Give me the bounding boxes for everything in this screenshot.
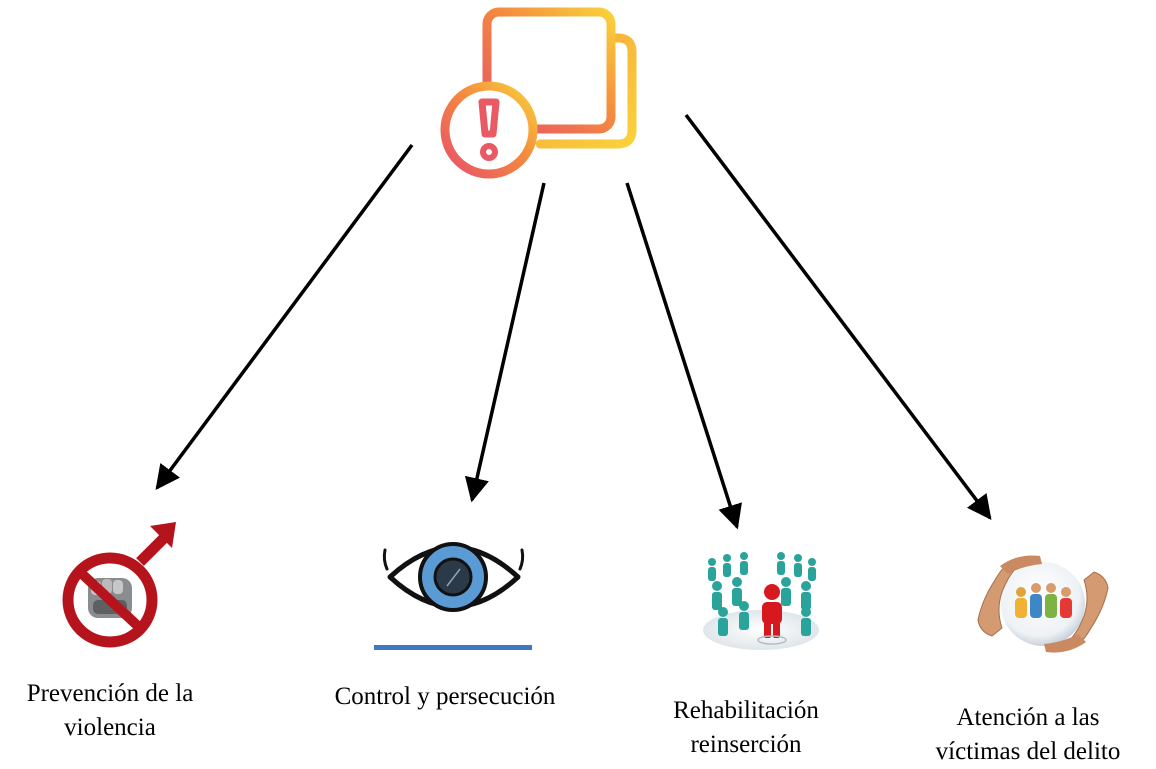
label-line: violencia (64, 714, 156, 741)
node-label-atencion: Atención a las víctimas del delito (908, 701, 1148, 769)
arrow-to-rehabilitacion (625, 182, 742, 530)
arrow-to-control (464, 182, 546, 503)
eye-image-bottom-bar (374, 645, 532, 650)
label-line: Control y persecución (334, 683, 556, 710)
document-alert-icon (440, 7, 637, 179)
label-line: reinserción (690, 731, 802, 758)
label-line: Prevención de la (26, 680, 194, 707)
people-crowd-icon (702, 548, 820, 656)
node-label-control: Control y persecución (300, 680, 590, 714)
arrow-to-atencion (684, 113, 992, 520)
node-label-rehabilitacion: Rehabilitación reinserción (646, 694, 846, 762)
label-line: víctimas del delito (935, 738, 1121, 765)
arrow-to-prevencion (155, 143, 414, 490)
arrows (155, 113, 992, 530)
caring-hands-family-icon (977, 555, 1109, 653)
node-label-prevencion: Prevención de la violencia (0, 677, 220, 745)
label-line: Rehabilitación (673, 697, 819, 724)
label-line: Atención a las (956, 704, 1100, 731)
eye-icon (374, 542, 532, 650)
no-violence-icon (62, 522, 176, 648)
